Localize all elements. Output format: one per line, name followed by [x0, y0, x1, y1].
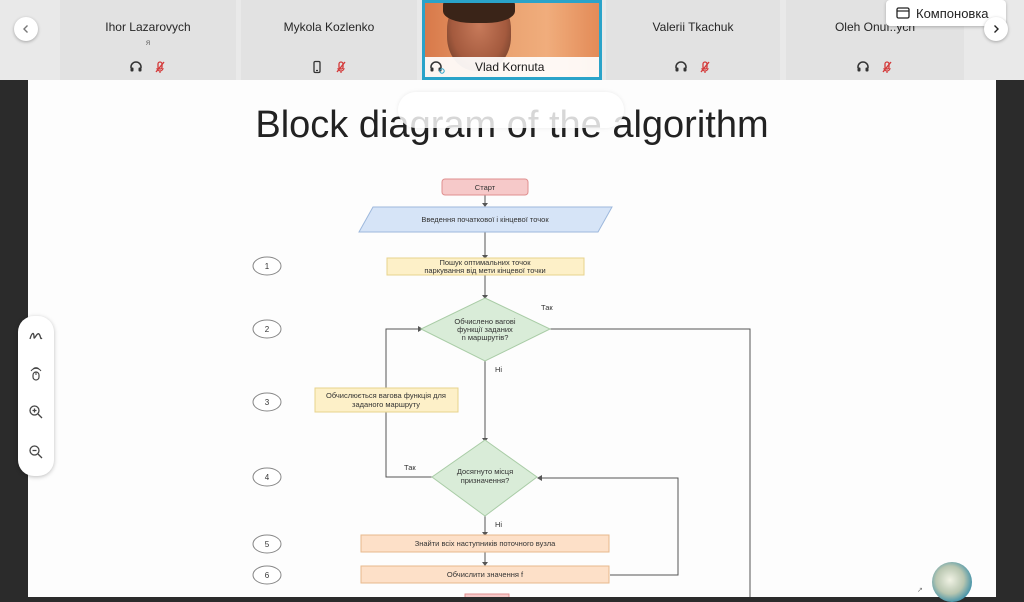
- annotation-toolbar: [18, 316, 54, 476]
- decision-node-2: [431, 439, 538, 517]
- app-orb-button[interactable]: [932, 562, 972, 602]
- muted-mic-icon: [336, 61, 346, 73]
- active-speaker-video[interactable]: Vlad Kornuta: [422, 0, 602, 80]
- start-label: Старт: [475, 183, 496, 192]
- connector: [538, 477, 679, 576]
- yes-label-1: Так: [541, 303, 553, 312]
- arrowhead: [482, 532, 488, 536]
- zoom-in-icon: [29, 405, 43, 419]
- participant-name: Valerii Tkachuk: [652, 20, 734, 34]
- chevron-left-icon: [23, 25, 28, 33]
- arrowhead: [482, 255, 488, 259]
- participant-name: Mykola Kozlenko: [283, 20, 375, 34]
- decision-1-label: функції заданих: [457, 325, 513, 334]
- mouse-pointer-icon: [30, 367, 42, 381]
- connector: [548, 328, 751, 597]
- scroll-right-button[interactable]: [984, 17, 1008, 41]
- no-label-2: Ні: [495, 520, 502, 529]
- process-node-1: [386, 257, 585, 276]
- step-oval: [252, 319, 282, 339]
- flowchart: 1 2 3 4 5 6 Старт Введення початкової і …: [252, 178, 923, 597]
- zoom-in-button[interactable]: [26, 402, 46, 422]
- participant-name: Ihor Lazarovych: [105, 20, 191, 34]
- decision-2-label: призначення?: [461, 476, 510, 485]
- step-number: 6: [265, 571, 270, 580]
- scroll-left-button[interactable]: [14, 17, 38, 41]
- participant-subtitle: я: [145, 38, 151, 47]
- headset-icon: [675, 61, 687, 72]
- decision-node-1: [419, 297, 552, 362]
- muted-mic-icon: [155, 61, 165, 73]
- step-number: 5: [265, 540, 270, 549]
- step-number: 4: [265, 473, 270, 482]
- process-3-label: Обчислюється вагова функція для: [326, 391, 446, 400]
- muted-mic-icon: [882, 61, 892, 73]
- step-number: 2: [265, 325, 270, 334]
- phone-icon: [313, 60, 321, 74]
- step-oval: [252, 467, 282, 487]
- step-number: 1: [265, 262, 270, 271]
- process-node-3: [314, 387, 459, 413]
- process-3-label: заданого маршруту: [352, 400, 420, 409]
- process-node-5: [360, 534, 610, 553]
- step-oval: [252, 256, 282, 276]
- input-label: Введення початкової і кінцевої точок: [421, 215, 549, 224]
- step-oval: [252, 565, 282, 585]
- zoom-out-icon: [29, 445, 43, 459]
- step-number: 3: [265, 398, 270, 407]
- no-label-1: Ні: [495, 365, 502, 374]
- process-node-7: [464, 593, 510, 597]
- headset-icon: [430, 61, 445, 74]
- speaker-hair: [443, 3, 515, 23]
- process-node-6: [360, 565, 610, 584]
- connectors: [385, 195, 751, 597]
- headset-icon: [130, 61, 142, 72]
- step-oval: [252, 534, 282, 554]
- input-node: [358, 206, 613, 233]
- zoom-out-button[interactable]: [26, 442, 46, 462]
- decision-1-label: n маршрутів?: [462, 333, 509, 342]
- step-markers: [252, 256, 282, 585]
- decision-1-label: Обчислено вагові: [454, 317, 515, 326]
- shared-slide: Block diagram of the algorithm: [28, 80, 996, 597]
- arrowhead: [482, 562, 488, 566]
- slide-arrow-mark: ↗: [917, 587, 923, 594]
- presenter-bar: [398, 92, 624, 128]
- layout-icon: [896, 7, 910, 19]
- pen-scribble-icon: [29, 332, 43, 340]
- process-6-label: Обчислити значення f: [447, 570, 524, 579]
- chevron-right-icon: [994, 25, 999, 33]
- speaker-label: Vlad Kornuta: [425, 57, 599, 77]
- participant-tile[interactable]: Mykola Kozlenko: [241, 0, 417, 80]
- process-1-label: Пошук оптимальних точок: [439, 258, 531, 267]
- pointer-tool-button[interactable]: [26, 364, 46, 384]
- step-oval: [252, 392, 282, 412]
- participant-tile[interactable]: Ihor Lazarovych я: [60, 0, 236, 80]
- decision-2-label: Досягнуто місця: [457, 467, 513, 476]
- headset-icon: [857, 61, 869, 72]
- muted-mic-icon: [700, 61, 710, 73]
- process-1-label: паркування від мети кінцевої точки: [424, 266, 545, 275]
- process-5-label: Знайти всіх наступників поточного вузла: [415, 539, 556, 548]
- start-node: [441, 178, 529, 196]
- yes-label-2: Так: [404, 463, 416, 472]
- arrowhead: [482, 203, 488, 207]
- participant-tile[interactable]: Valerii Tkachuk: [606, 0, 780, 80]
- layout-button-label: Компоновка: [916, 5, 989, 21]
- arrowhead: [537, 475, 542, 481]
- arrowhead: [482, 295, 488, 299]
- speaker-name: Vlad Kornuta: [475, 60, 545, 74]
- pen-tool-button[interactable]: [26, 326, 46, 346]
